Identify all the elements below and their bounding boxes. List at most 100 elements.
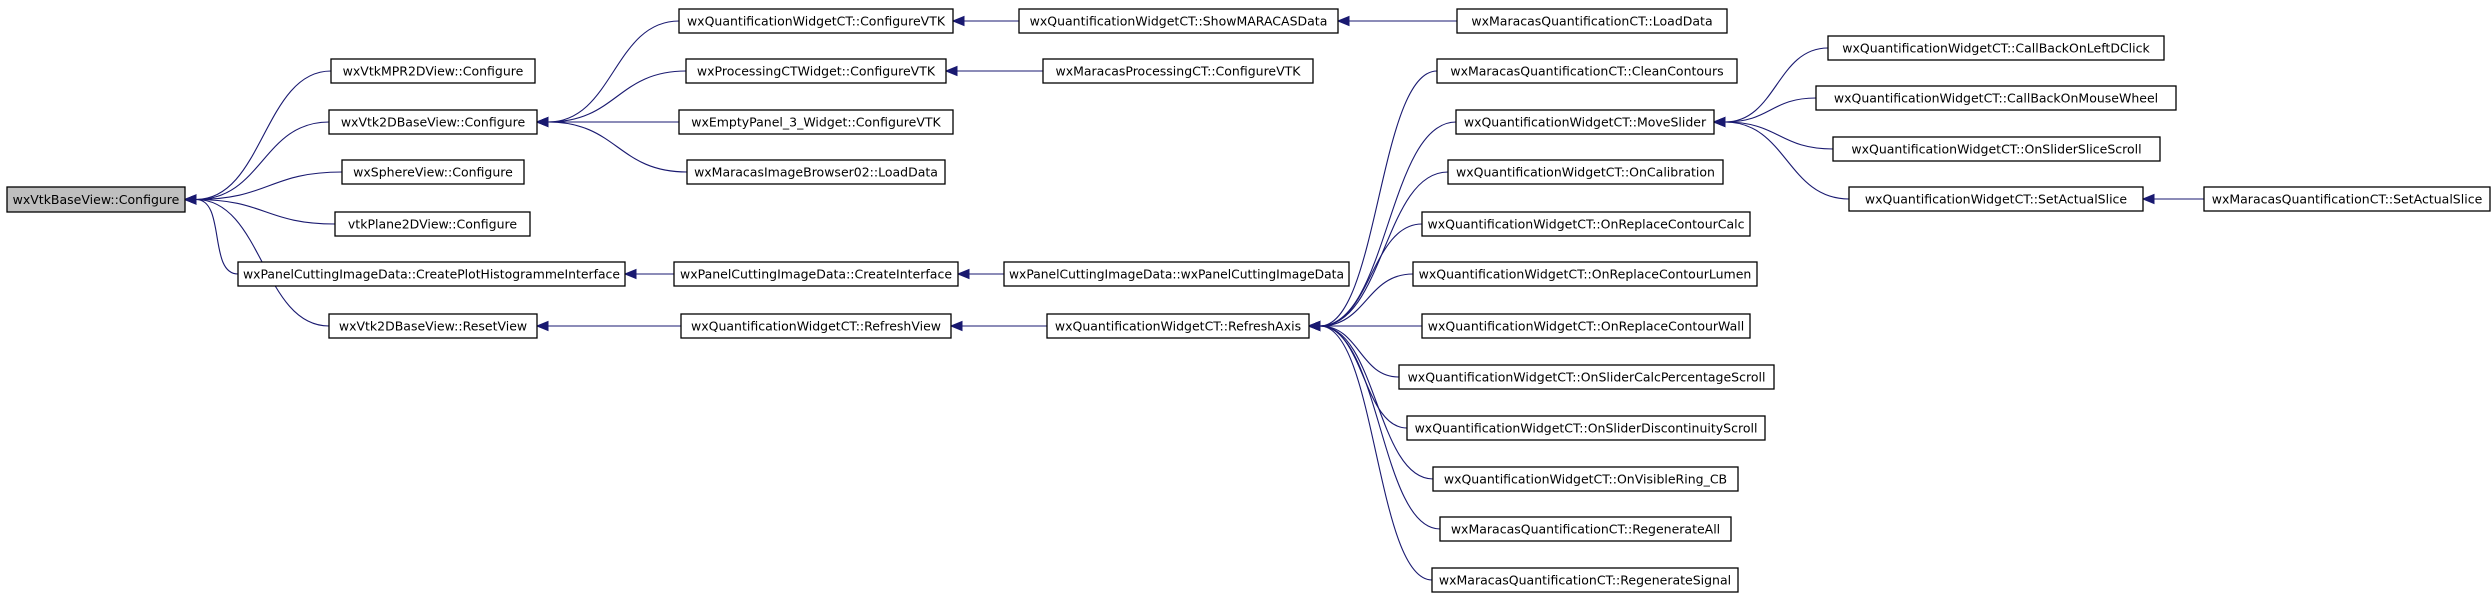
nodes-layer: wxVtkBaseView::Configure wxVtkMPR2DView::… xyxy=(6,8,2491,593)
node-label-moveslider: wxQuantificationWidgetCT::MoveSlider xyxy=(1464,115,1707,130)
node-label-onrcalc: wxQuantificationWidgetCT::OnReplaceConto… xyxy=(1428,217,1745,232)
node-clean[interactable]: wxMaracasQuantificationCT::CleanContours xyxy=(1436,58,1738,84)
node-box-onsdisc xyxy=(1406,415,1766,441)
node-cbwheel[interactable]: wxQuantificationWidgetCT::CallBackOnMous… xyxy=(1815,85,2177,111)
node-refreshaxis[interactable]: wxQuantificationWidgetCT::RefreshAxis xyxy=(1046,313,1310,339)
node-root[interactable]: wxVtkBaseView::Configure xyxy=(6,186,186,213)
arrowhead-regensig-to-refreshaxis xyxy=(1307,320,1321,332)
node-box-mpconfvtk xyxy=(1042,58,1314,84)
node-label-setslice: wxQuantificationWidgetCT::SetActualSlice xyxy=(1865,192,2128,207)
arrowhead-setslice-to-moveslider xyxy=(1712,116,1726,128)
node-box-vtk2dconf xyxy=(328,109,538,135)
edge-onscalc-to-refreshaxis xyxy=(1319,325,1400,378)
edge-regenall-to-refreshaxis xyxy=(1319,325,1441,530)
node-box-regensig xyxy=(1431,567,1739,593)
edge-pconfvtk-to-vtk2dconf xyxy=(547,70,687,123)
node-mqload[interactable]: wxMaracasQuantificationCT::LoadData xyxy=(1456,8,1728,34)
edge-moveslider-to-refreshaxis xyxy=(1319,121,1457,327)
node-box-regenall xyxy=(1439,516,1732,542)
node-createplot[interactable]: wxPanelCuttingImageData::CreatePlotHisto… xyxy=(237,261,626,287)
node-box-qconfvtk xyxy=(678,8,954,34)
node-onsdisc[interactable]: wxQuantificationWidgetCT::OnSliderDiscon… xyxy=(1406,415,1766,441)
node-box-onslice xyxy=(1832,136,2161,162)
node-onslice[interactable]: wxQuantificationWidgetCT::OnSliderSliceS… xyxy=(1832,136,2161,162)
node-sphere[interactable]: wxSphereView::Configure xyxy=(341,159,525,185)
node-box-plane2d xyxy=(334,211,531,237)
node-label-mpconfvtk: wxMaracasProcessingCT::ConfigureVTK xyxy=(1055,64,1301,79)
node-label-onrlumen: wxQuantificationWidgetCT::OnReplaceConto… xyxy=(1419,267,1752,282)
node-oncalib[interactable]: wxQuantificationWidgetCT::OnCalibration xyxy=(1447,159,1724,185)
node-cbleft[interactable]: wxQuantificationWidgetCT::CallBackOnLeft… xyxy=(1827,35,2165,61)
arrowhead-mqsetslice-to-setslice xyxy=(2141,193,2155,205)
node-onrlumen[interactable]: wxQuantificationWidgetCT::OnReplaceConto… xyxy=(1412,261,1758,287)
node-mqsetslice[interactable]: wxMaracasQuantificationCT::SetActualSlic… xyxy=(2203,186,2491,212)
arrowhead-ctorpanel-to-createiface xyxy=(956,268,970,280)
node-setslice[interactable]: wxQuantificationWidgetCT::SetActualSlice xyxy=(1848,186,2144,212)
node-label-onvis: wxQuantificationWidgetCT::OnVisibleRing_… xyxy=(1444,472,1727,487)
edge-oncalib-to-refreshaxis xyxy=(1319,171,1449,327)
node-label-onscalc: wxQuantificationWidgetCT::OnSliderCalcPe… xyxy=(1408,370,1766,385)
node-resetview[interactable]: wxVtk2DBaseView::ResetView xyxy=(328,313,538,339)
node-box-createiface xyxy=(673,261,959,287)
node-label-resetview: wxVtk2DBaseView::ResetView xyxy=(339,319,527,334)
node-label-vtk2dconf: wxVtk2DBaseView::Configure xyxy=(341,115,526,130)
edge-sphere-to-root xyxy=(195,171,343,201)
node-moveslider[interactable]: wxQuantificationWidgetCT::MoveSlider xyxy=(1455,109,1715,135)
node-label-createplot: wxPanelCuttingImageData::CreatePlotHisto… xyxy=(243,267,620,282)
node-showmaracas[interactable]: wxQuantificationWidgetCT::ShowMARACASDat… xyxy=(1018,8,1339,34)
node-label-ctorpanel: wxPanelCuttingImageData::wxPanelCuttingI… xyxy=(1009,267,1344,282)
node-onrwall[interactable]: wxQuantificationWidgetCT::OnReplaceConto… xyxy=(1421,313,1751,339)
edge-qconfvtk-to-vtk2dconf xyxy=(547,20,680,123)
node-label-clean: wxMaracasQuantificationCT::CleanContours xyxy=(1450,64,1723,79)
node-box-empty3 xyxy=(678,109,954,135)
node-label-refreshview: wxQuantificationWidgetCT::RefreshView xyxy=(691,319,941,334)
edge-setslice-to-moveslider xyxy=(1724,121,1850,200)
node-label-qconfvtk: wxQuantificationWidgetCT::ConfigureVTK xyxy=(687,14,946,29)
node-qconfvtk[interactable]: wxQuantificationWidgetCT::ConfigureVTK xyxy=(678,8,954,34)
node-box-refreshaxis xyxy=(1046,313,1310,339)
node-label-mpr2d: wxVtkMPR2DView::Configure xyxy=(343,64,524,79)
node-mpconfvtk[interactable]: wxMaracasProcessingCT::ConfigureVTK xyxy=(1042,58,1314,84)
node-box-cbwheel xyxy=(1815,85,2177,111)
edge-cbleft-to-moveslider xyxy=(1724,47,1829,123)
node-box-ctorpanel xyxy=(1003,261,1350,287)
node-box-mqload xyxy=(1456,8,1728,34)
node-label-browser02: wxMaracasImageBrowser02::LoadData xyxy=(694,165,938,180)
arrowhead-mqload-to-showmaracas xyxy=(1336,15,1350,27)
node-mpr2d[interactable]: wxVtkMPR2DView::Configure xyxy=(330,58,536,84)
edge-regensig-to-refreshaxis xyxy=(1319,325,1433,581)
node-box-onrlumen xyxy=(1412,261,1758,287)
node-onvis[interactable]: wxQuantificationWidgetCT::OnVisibleRing_… xyxy=(1432,466,1739,492)
node-box-browser02 xyxy=(686,159,946,185)
node-onrcalc[interactable]: wxQuantificationWidgetCT::OnReplaceConto… xyxy=(1421,211,1751,237)
node-plane2d[interactable]: vtkPlane2DView::Configure xyxy=(334,211,531,237)
node-browser02[interactable]: wxMaracasImageBrowser02::LoadData xyxy=(686,159,946,185)
node-onscalc[interactable]: wxQuantificationWidgetCT::OnSliderCalcPe… xyxy=(1398,364,1775,390)
node-label-regenall: wxMaracasQuantificationCT::RegenerateAll xyxy=(1451,522,1720,537)
node-createiface[interactable]: wxPanelCuttingImageData::CreateInterface xyxy=(673,261,959,287)
arrowhead-mpconfvtk-to-pconfvtk xyxy=(944,65,958,77)
node-box-onscalc xyxy=(1398,364,1775,390)
node-empty3[interactable]: wxEmptyPanel_3_Widget::ConfigureVTK xyxy=(678,109,954,135)
node-box-onrcalc xyxy=(1421,211,1751,237)
node-label-cbleft: wxQuantificationWidgetCT::CallBackOnLeft… xyxy=(1842,41,2150,56)
node-pconfvtk[interactable]: wxProcessingCTWidget::ConfigureVTK xyxy=(685,58,947,84)
node-box-showmaracas xyxy=(1018,8,1339,34)
edge-cbwheel-to-moveslider xyxy=(1724,97,1817,123)
node-regensig[interactable]: wxMaracasQuantificationCT::RegenerateSig… xyxy=(1431,567,1739,593)
node-ctorpanel[interactable]: wxPanelCuttingImageData::wxPanelCuttingI… xyxy=(1003,261,1350,287)
node-box-createplot xyxy=(237,261,626,287)
node-box-moveslider xyxy=(1455,109,1715,135)
node-vtk2dconf[interactable]: wxVtk2DBaseView::Configure xyxy=(328,109,538,135)
arrowhead-resetview-to-root xyxy=(183,194,197,205)
edge-clean-to-refreshaxis xyxy=(1319,70,1438,327)
node-refreshview[interactable]: wxQuantificationWidgetCT::RefreshView xyxy=(680,313,952,339)
edges-layer xyxy=(183,15,2204,581)
node-label-refreshaxis: wxQuantificationWidgetCT::RefreshAxis xyxy=(1055,319,1301,334)
node-regenall[interactable]: wxMaracasQuantificationCT::RegenerateAll xyxy=(1439,516,1732,542)
node-label-pconfvtk: wxProcessingCTWidget::ConfigureVTK xyxy=(697,64,936,79)
node-label-regensig: wxMaracasQuantificationCT::RegenerateSig… xyxy=(1439,573,1731,588)
arrowhead-browser02-to-vtk2dconf xyxy=(535,116,549,128)
arrowhead-refreshview-to-resetview xyxy=(535,320,549,332)
